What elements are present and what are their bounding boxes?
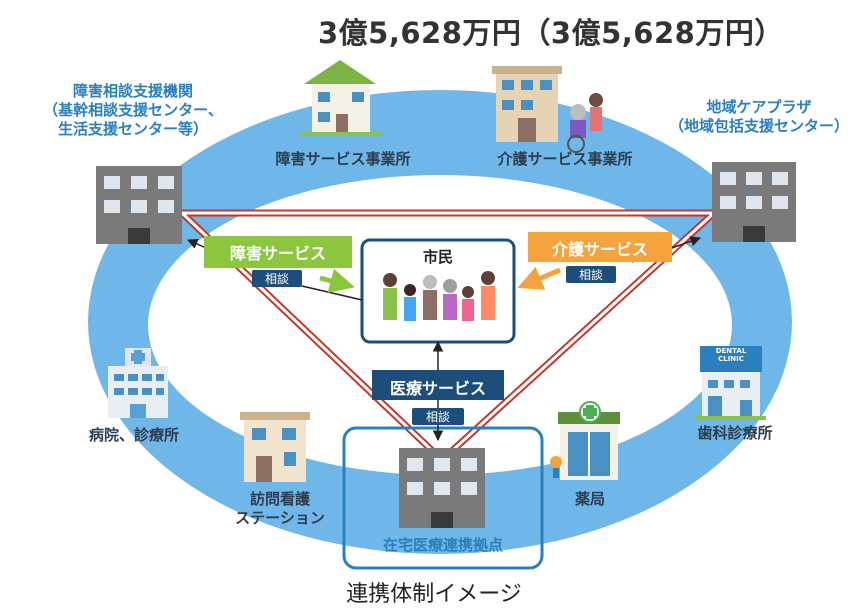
link-lines	[173, 209, 724, 465]
page-title: 3億5,628万円（3億5,628万円）	[318, 16, 784, 50]
label-line: 生活支援センター等）	[57, 119, 208, 138]
building-disability-consult	[96, 166, 182, 244]
hospital-icon	[108, 348, 168, 418]
diagram-caption: 連携体制イメージ	[346, 582, 522, 607]
label-hospital: 病院、診療所	[88, 426, 179, 444]
service-arrow-shapes	[204, 232, 672, 400]
label-line: （地域包括支援センター）	[668, 116, 849, 135]
service-care-label: 介護サービス	[551, 240, 648, 259]
pharmacy-icon	[550, 401, 620, 480]
label-line: （基幹相談支援センター、	[43, 100, 223, 119]
building-home-medical-hub	[342, 426, 544, 570]
service-medical-consult: 相談	[412, 408, 464, 425]
building-community-care	[712, 162, 796, 242]
label-citizen: 市民	[422, 248, 453, 266]
label-care-office: 介護サービス事業所	[497, 150, 633, 168]
service-care-consult: 相談	[566, 266, 616, 283]
label-visiting-nursing: 訪問看護 ステーション	[210, 490, 350, 528]
label-line: ステーション	[235, 508, 325, 527]
care-facility-icon	[492, 66, 603, 153]
service-disability-consult: 相談	[252, 270, 302, 287]
label-line: 地域ケアプラザ	[706, 98, 812, 116]
dental-sign-line: DENTAL	[715, 347, 747, 355]
dental-clinic-icon	[696, 346, 766, 420]
dental-sign-line: CLINIC	[718, 354, 744, 363]
label-community-care: 地域ケアプラザ （地域包括支援センター）	[650, 98, 868, 136]
label-line: 訪問看護	[249, 490, 310, 508]
visiting-nursing-station-icon	[240, 412, 310, 482]
house-disability-office-icon	[300, 60, 382, 136]
label-disability-office: 障害サービス事業所	[275, 150, 411, 168]
service-medical-label: 医療サービス	[389, 379, 486, 398]
label-line: 障害相談支援機関	[72, 82, 193, 100]
label-home-medical-hub: 在宅医療連携拠点	[382, 536, 503, 554]
label-disability-consult: 障害相談支援機関 （基幹相談支援センター、 生活支援センター等）	[0, 82, 270, 138]
dental-sign: DENTAL CLINIC	[700, 347, 762, 363]
label-dental-clinic: 歯科診療所	[697, 424, 773, 442]
label-pharmacy: 薬局	[574, 490, 605, 508]
service-disability-label: 障害サービス	[229, 244, 326, 263]
